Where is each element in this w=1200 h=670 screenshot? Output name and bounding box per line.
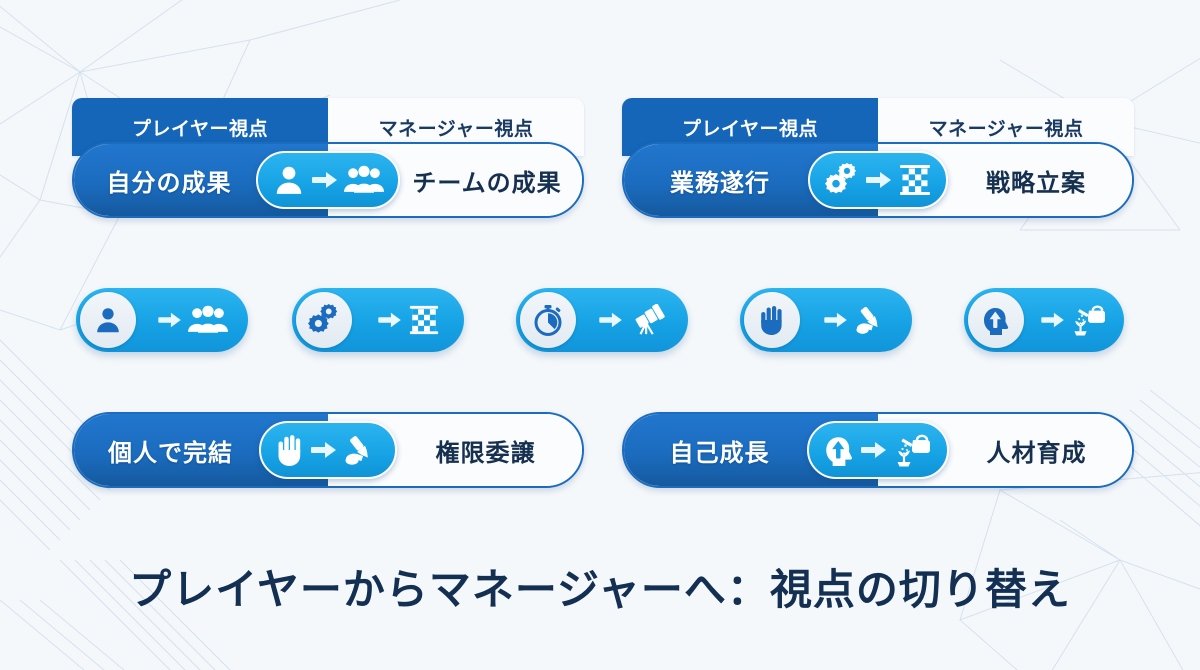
mini-disc-from [80,292,136,348]
people-group-icon [344,165,384,193]
people-group-icon [187,305,228,333]
card-bottom-2[interactable]: 自己成長 [622,412,1134,488]
card-top-2[interactable]: プレイヤー視点 マネージャー視点 業務遂行 [622,98,1134,238]
mini-disc-from [296,292,352,348]
head-growth-icon [984,308,1009,335]
tab-player-label: プレイヤー視点 [682,118,818,140]
tab-manager-label: マネージャー視点 [928,118,1084,140]
mini-pill-stopwatch-to-telescope[interactable] [516,288,688,352]
card-top-1[interactable]: プレイヤー視点 マネージャー視点 自分の成果 [72,98,584,238]
card-top-2-left-label: 業務遂行 [670,169,770,197]
card-bottom-2-row: 自己成長 [622,412,1134,488]
brush-handoff-icon [345,436,368,465]
telescope-icon [635,304,665,335]
head-growth-icon [826,437,852,466]
mini-pill-self-growth-to-nurture[interactable] [964,288,1124,352]
watering-can-plant-icon [1073,305,1105,336]
card-bottom-1-left-label: 個人で完結 [108,439,233,467]
arrow-right-icon [311,442,336,458]
card-top-1-right-label: チームの成果 [412,169,562,197]
mini-pill-gears-to-chessboard[interactable] [292,288,464,352]
arrow-right-icon [598,312,622,328]
card-top-2-row: 業務遂行 [622,142,1134,218]
card-bottom-2-left-label: 自己成長 [669,439,770,467]
chessboard-icon [900,165,930,195]
tab-manager-label: マネージャー視点 [378,118,534,140]
mini-disc-from [744,292,800,348]
person-icon [97,308,119,333]
chessboard-icon [409,305,438,335]
brush-handoff-icon [855,306,878,334]
person-icon [276,166,302,194]
icon-capsule-gears-to-chessboard [808,151,948,209]
card-top-1-row: 自分の成果 [72,142,584,218]
icon-capsule-growth-to-nurture [807,421,949,479]
arrow-right-icon [861,442,886,458]
card-bottom-1-right-label: 権限委譲 [435,439,536,467]
mini-pill-hand-to-delegate[interactable] [740,288,912,352]
arrow-right-icon [1040,312,1064,328]
gears-icon [825,163,856,194]
hand-icon [278,435,301,466]
icon-capsule-person-to-group [256,151,400,209]
page-title: プレイヤーからマネージャーへ：視点の切り替え [129,566,1071,613]
arrow-right-icon [823,312,847,328]
arrow-right-icon [377,312,401,328]
tab-player-label: プレイヤー視点 [132,118,268,140]
gears-icon [308,304,338,333]
card-top-2-right-label: 戦略立案 [986,169,1086,197]
mini-disc-from [520,292,576,348]
card-bottom-1-row: 個人で完結 [72,412,584,488]
card-top-1-left-label: 自分の成果 [106,169,232,197]
watering-can-plant-icon [897,434,930,467]
stopwatch-icon [534,305,562,336]
mini-disc-from [968,292,1024,348]
icon-capsule-hand-to-delegate [259,421,397,479]
arrow-right-icon [312,172,337,188]
hand-icon [761,306,782,335]
mini-pill-person-to-group[interactable] [76,288,248,352]
card-bottom-1[interactable]: 個人で完結 [72,412,584,488]
arrow-right-icon [866,172,891,188]
card-bottom-2-right-label: 人材育成 [986,439,1087,467]
arrow-right-icon [157,312,181,328]
